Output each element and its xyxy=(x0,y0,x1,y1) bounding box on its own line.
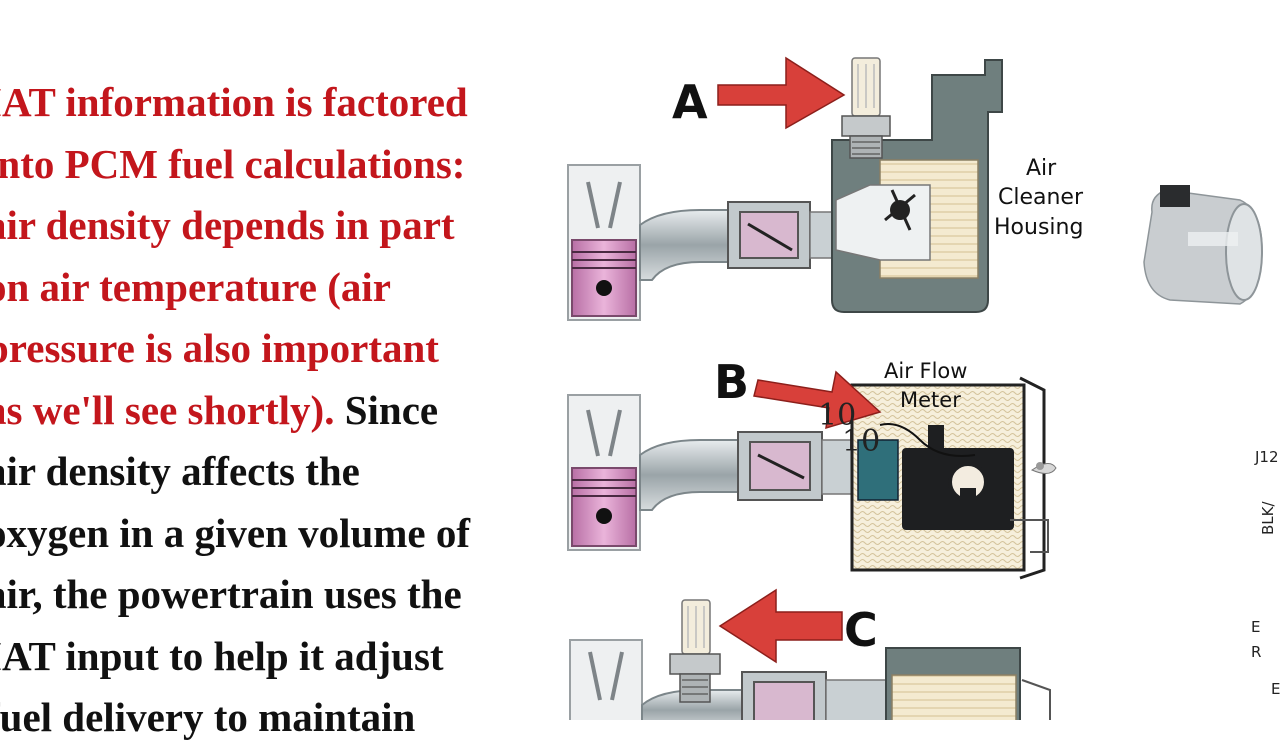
edge-letter: R xyxy=(1251,643,1262,661)
edge-letter: E xyxy=(1271,680,1280,698)
label-a: A xyxy=(672,75,708,129)
label-c: C xyxy=(844,603,878,657)
text-line: air, the powertrain uses the xyxy=(0,571,462,617)
air-cleaner-label-2: Cleaner xyxy=(998,185,1084,210)
maf-sensor-photo xyxy=(1143,185,1263,305)
watermark-number: 10 xyxy=(842,424,881,459)
air-flow-label-2: Meter xyxy=(900,388,961,412)
intake-diagram: A Air Cleaner Housing B xyxy=(567,56,1263,720)
diagram-c: C xyxy=(569,588,1051,720)
wire-label: BLK/ xyxy=(1259,501,1277,535)
text-line: air density depends in part xyxy=(0,202,455,248)
text-line: air density affects the xyxy=(0,448,360,494)
slide-text: IAT information is factored into PCM fue… xyxy=(0,72,546,749)
air-cleaner-label-3: Housing xyxy=(994,215,1083,240)
edge-letter: E xyxy=(1251,618,1261,636)
air-flow-label-1: Air Flow xyxy=(884,359,967,383)
label-b: B xyxy=(714,355,749,409)
text-line: on air temperature (air xyxy=(0,263,391,310)
watermark-number: 10 xyxy=(818,398,857,433)
text-line: IAT input to help it adjust xyxy=(0,632,444,679)
text-line: as we'll see shortly). Since xyxy=(0,386,439,433)
diagram-b: B Air Flow Meter xyxy=(567,355,1057,580)
connector-label: J12 xyxy=(1255,448,1279,466)
diagram-a: A Air Cleaner Housing xyxy=(567,56,1084,321)
text-line: into PCM fuel calculations: xyxy=(0,140,466,187)
air-cleaner-label-1: Air xyxy=(1026,156,1057,181)
text-line: oxygen in a given volume of xyxy=(0,509,471,556)
text-line: pressure is also important xyxy=(0,325,439,371)
text-line: IAT information is factored xyxy=(0,79,468,125)
